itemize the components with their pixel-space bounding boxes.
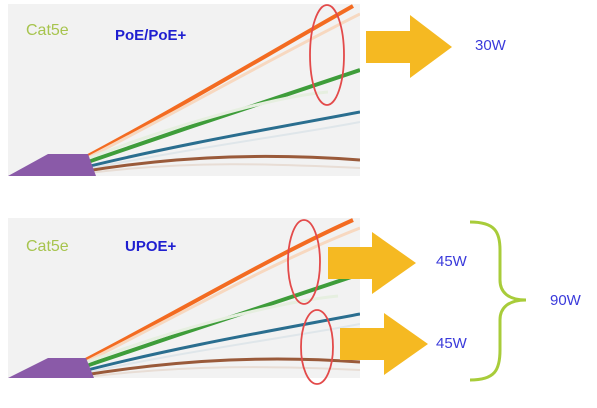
top-brown-white-wire bbox=[79, 163, 360, 175]
bottom-orange-white-wire bbox=[67, 226, 360, 373]
bottom-power-arrow-2 bbox=[340, 313, 428, 375]
top-green-white-wire bbox=[73, 90, 329, 166]
top-power-arrow bbox=[366, 15, 452, 78]
top-power-value: 30W bbox=[475, 37, 506, 54]
top-cable-type-label: Cat5e bbox=[26, 22, 69, 39]
bottom-cable-jacket bbox=[8, 358, 94, 378]
top-green-wire bbox=[75, 68, 360, 168]
bottom-power-arrow-1 bbox=[328, 232, 416, 294]
top-pair-ellipse bbox=[309, 4, 345, 106]
top-cable-panel bbox=[8, 4, 360, 176]
top-blue-wire bbox=[77, 110, 360, 171]
bottom-pair1-power-value: 45W bbox=[436, 253, 467, 270]
top-cable-jacket bbox=[8, 154, 96, 176]
top-orange-wire bbox=[72, 4, 354, 166]
bottom-green-white-wire bbox=[71, 294, 339, 370]
bottom-brown-wire bbox=[77, 357, 360, 378]
bottom-blue-wire bbox=[75, 312, 360, 375]
bottom-pair2-ellipse bbox=[300, 309, 334, 385]
bottom-standard-label: UPOE+ bbox=[125, 238, 177, 255]
top-orange-white-wire bbox=[69, 12, 360, 169]
bottom-blue-white-wire bbox=[75, 323, 360, 376]
bottom-cable-illustration bbox=[8, 218, 360, 378]
top-blue-white-wire bbox=[77, 121, 360, 172]
top-brown-wire bbox=[79, 154, 360, 174]
top-standard-label: PoE/PoE+ bbox=[115, 27, 187, 44]
bottom-orange-wire bbox=[69, 218, 354, 370]
bottom-cable-type-label: Cat5e bbox=[26, 238, 69, 255]
bottom-total-power-value: 90W bbox=[550, 292, 581, 309]
bottom-brown-white-wire bbox=[77, 366, 360, 378]
bottom-cable-panel bbox=[8, 218, 360, 378]
top-cable-illustration bbox=[8, 4, 360, 176]
total-brace bbox=[469, 220, 527, 382]
bottom-pair2-power-value: 45W bbox=[436, 335, 467, 352]
bottom-pair1-ellipse bbox=[287, 219, 321, 305]
